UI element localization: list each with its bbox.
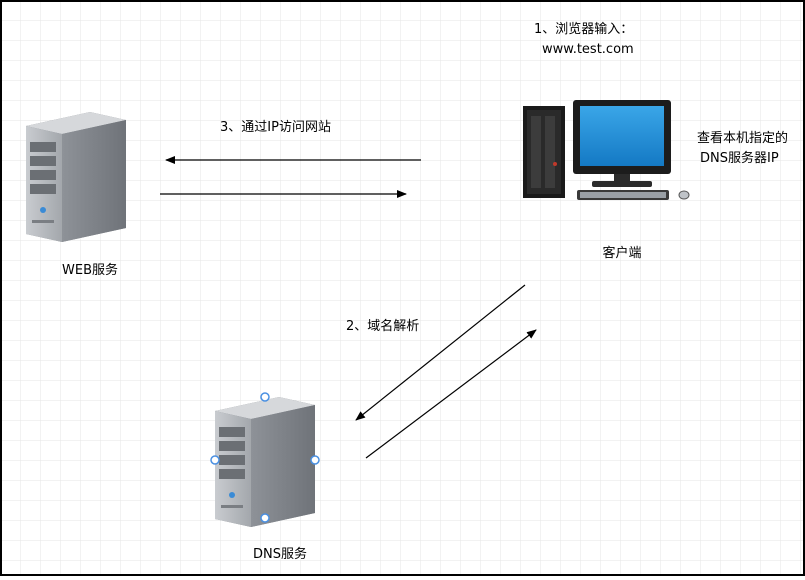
web-server-label: WEB服务 xyxy=(62,262,118,278)
arrow-client-to-dns[interactable] xyxy=(355,284,526,421)
selection-handles[interactable] xyxy=(210,392,320,523)
web-server-icon[interactable] xyxy=(26,112,126,242)
dns-note-line2: DNS服务器IP xyxy=(700,150,779,166)
arrow-dns-to-client[interactable] xyxy=(365,329,537,459)
handle-top[interactable] xyxy=(260,392,270,402)
dns-note-line1: 查看本机指定的 xyxy=(697,130,788,146)
step3-label: 3、通过IP访问网站 xyxy=(220,120,331,135)
client-computer-icon[interactable] xyxy=(523,100,690,200)
handle-left[interactable] xyxy=(210,455,220,465)
client-label: 客户端 xyxy=(602,245,641,261)
step1-label-line1: 1、浏览器输入： xyxy=(534,21,633,37)
step2-label: 2、域名解析 xyxy=(346,318,419,334)
handle-right[interactable] xyxy=(310,455,320,465)
dns-server-label: DNS服务 xyxy=(253,546,307,562)
step1-label-line2: www.test.com xyxy=(542,42,634,57)
dns-server-icon[interactable] xyxy=(215,397,315,527)
handle-bottom[interactable] xyxy=(260,513,270,523)
